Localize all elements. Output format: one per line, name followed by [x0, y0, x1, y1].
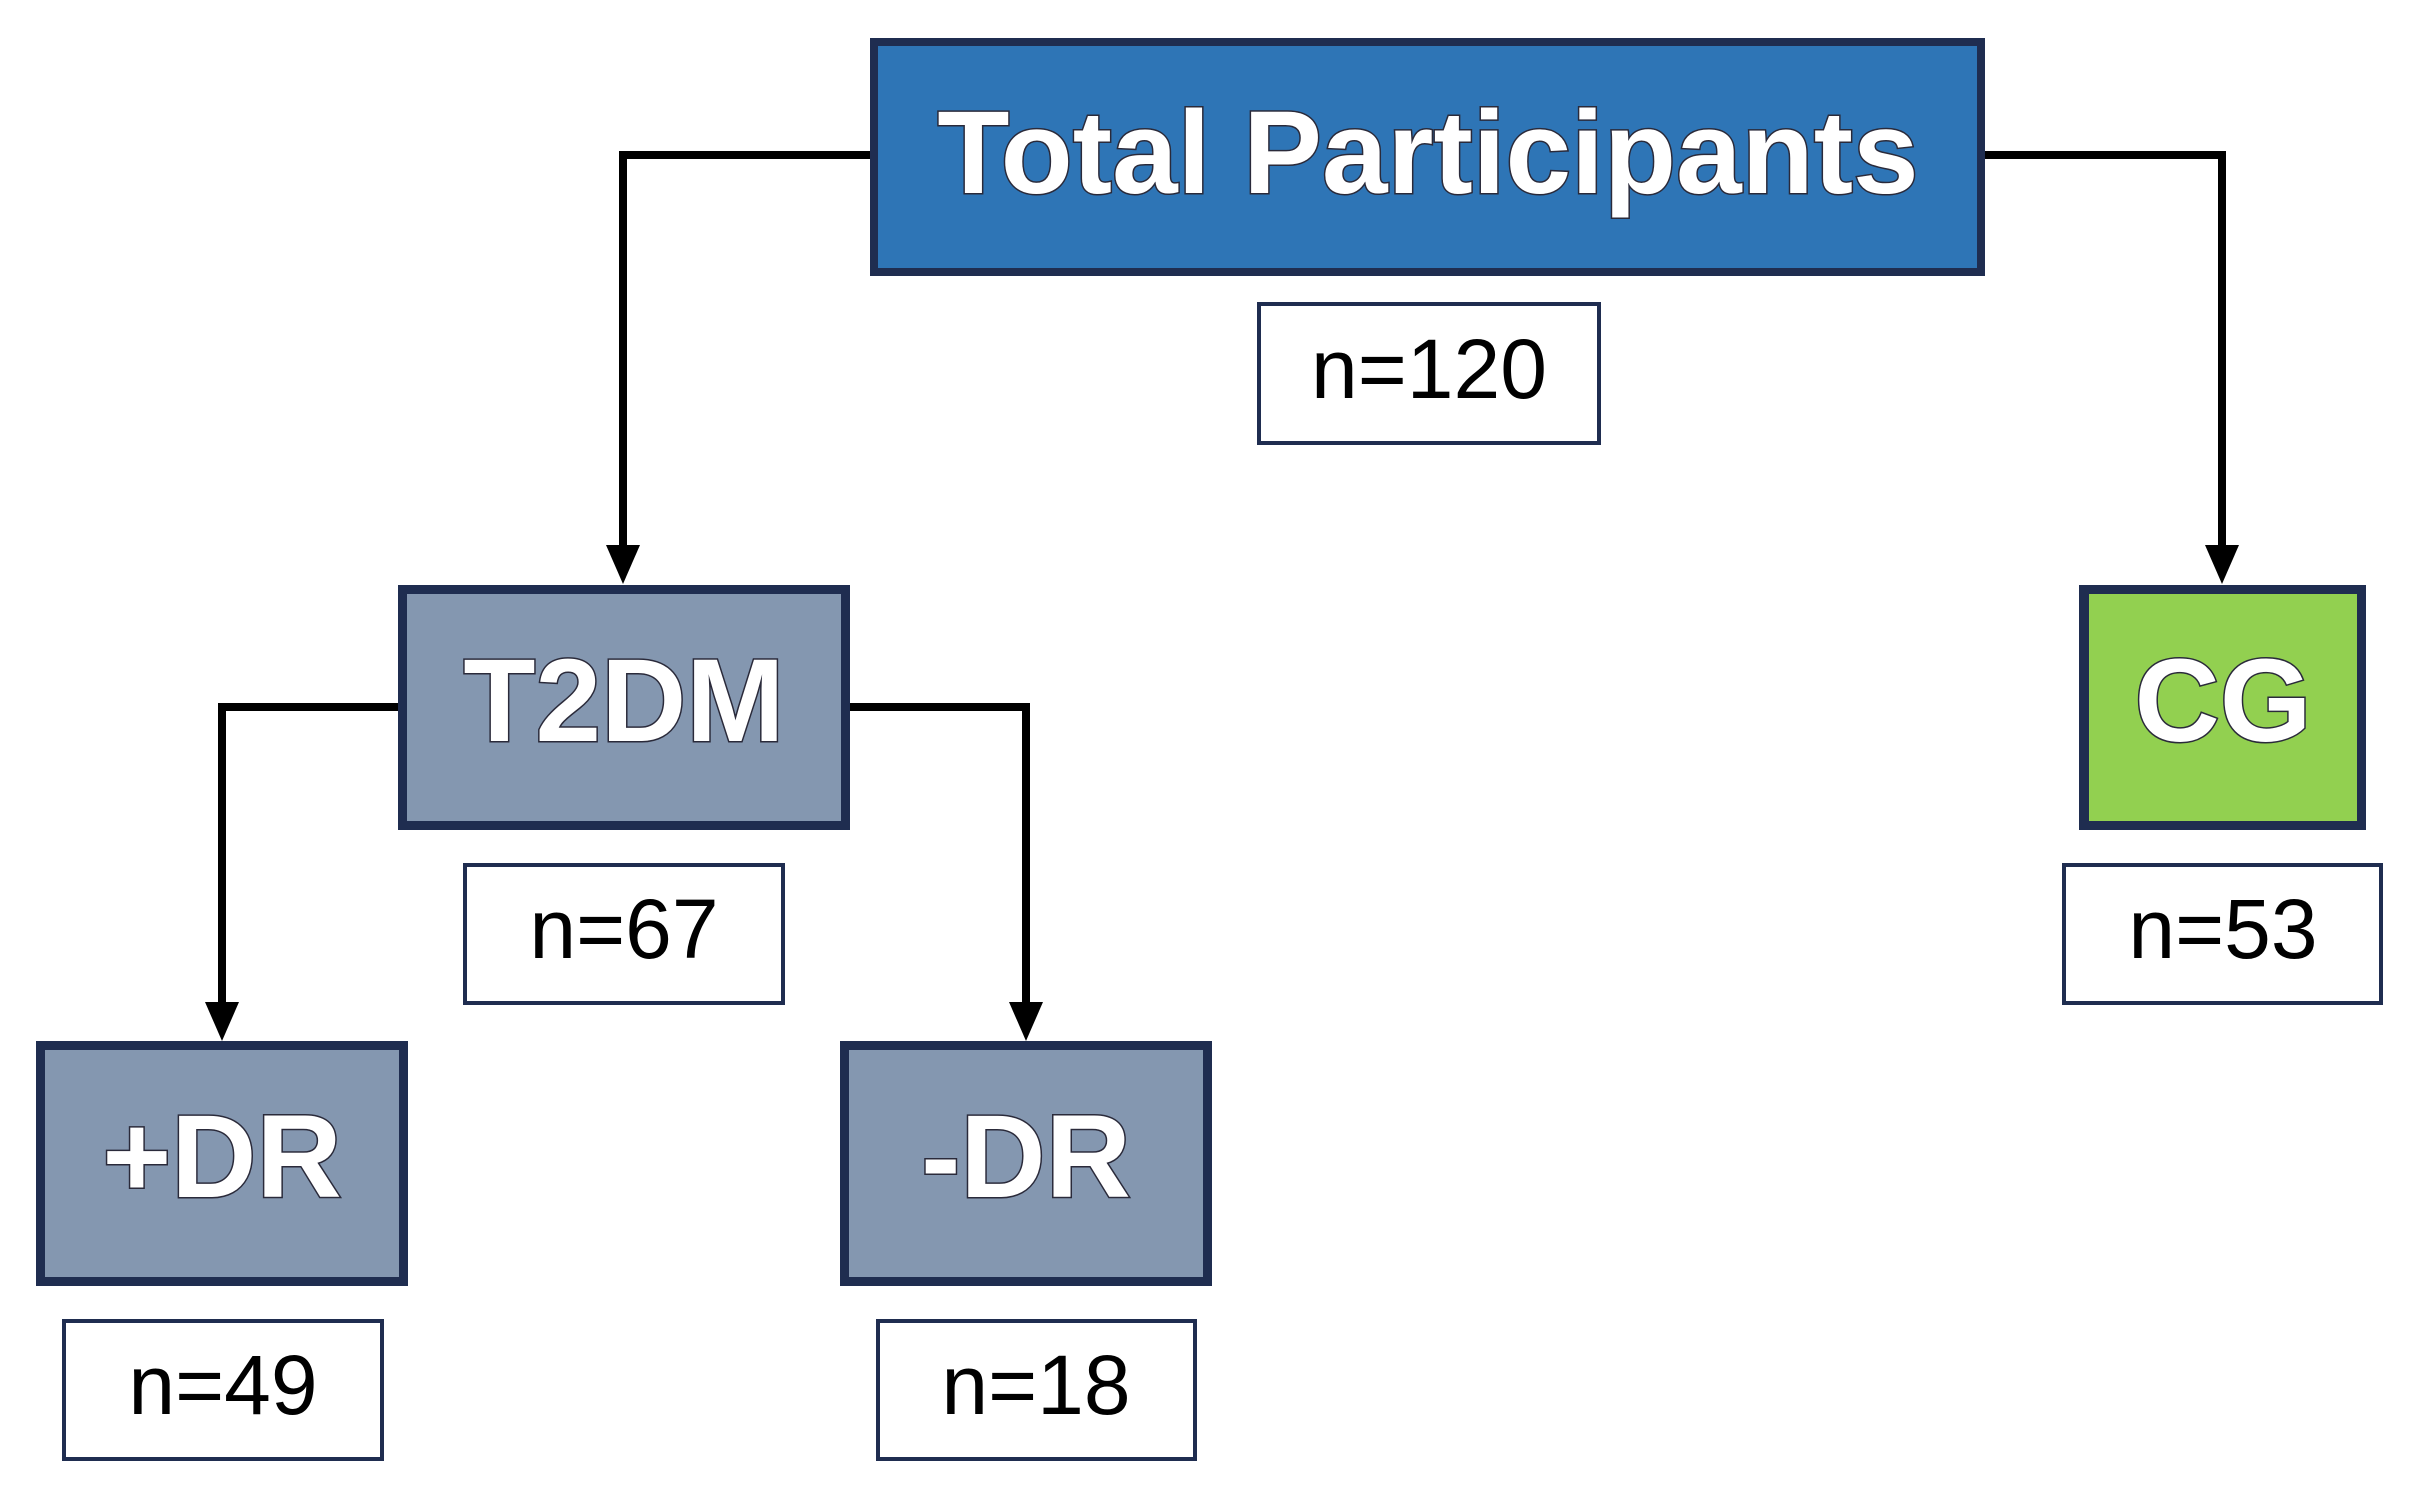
count-box-t2dm-frame	[463, 863, 785, 1005]
count-box-total: n=120	[1257, 302, 1601, 445]
connector-t2dm-to-minus-dr	[845, 703, 1030, 1002]
node-total-participants: Total Participants	[870, 38, 1985, 276]
arrowhead-plus-dr	[205, 1002, 239, 1041]
count-box-cg-frame	[2062, 863, 2383, 1005]
arrowhead-t2dm	[606, 545, 640, 584]
node-cg-label: CG	[2135, 635, 2312, 767]
count-box-cg: n=53	[2062, 863, 2383, 1005]
arrowhead-minus-dr	[1009, 1002, 1043, 1041]
arrowheads	[205, 545, 2239, 1041]
node-minus-dr-fill	[849, 1050, 1203, 1277]
node-minus-dr: -DR	[840, 1041, 1212, 1286]
count-box-total-frame	[1257, 302, 1601, 445]
count-box-minus-dr-frame	[876, 1319, 1197, 1461]
node-plus-dr-label: +DR	[102, 1091, 341, 1223]
arrowhead-cg	[2205, 545, 2239, 584]
node-t2dm-fill	[407, 594, 841, 821]
connectors	[218, 151, 2226, 1002]
node-total-label: Total Participants	[937, 87, 1918, 219]
node-cg-fill	[2089, 594, 2357, 821]
node-total-fill	[878, 46, 1977, 268]
node-plus-dr: +DR	[36, 1041, 408, 1286]
count-total: n=120	[1311, 322, 1547, 416]
count-cg: n=53	[2128, 882, 2317, 976]
node-minus-dr-label: -DR	[921, 1091, 1131, 1223]
count-plus-dr: n=49	[128, 1338, 317, 1432]
count-box-plus-dr-frame	[62, 1319, 384, 1461]
count-minus-dr: n=18	[941, 1338, 1130, 1432]
node-plus-dr-fill	[45, 1050, 399, 1277]
node-t2dm: T2DM	[398, 585, 850, 830]
connector-total-to-t2dm	[619, 151, 870, 545]
connector-t2dm-to-plus-dr	[218, 703, 402, 1002]
count-box-minus-dr: n=18	[876, 1319, 1197, 1461]
count-box-t2dm: n=67	[463, 863, 785, 1005]
count-t2dm: n=67	[529, 882, 718, 976]
count-box-plus-dr: n=49	[62, 1319, 384, 1461]
node-cg: CG	[2079, 585, 2366, 830]
node-t2dm-label: T2DM	[463, 635, 784, 767]
connector-total-to-cg	[1985, 151, 2226, 545]
